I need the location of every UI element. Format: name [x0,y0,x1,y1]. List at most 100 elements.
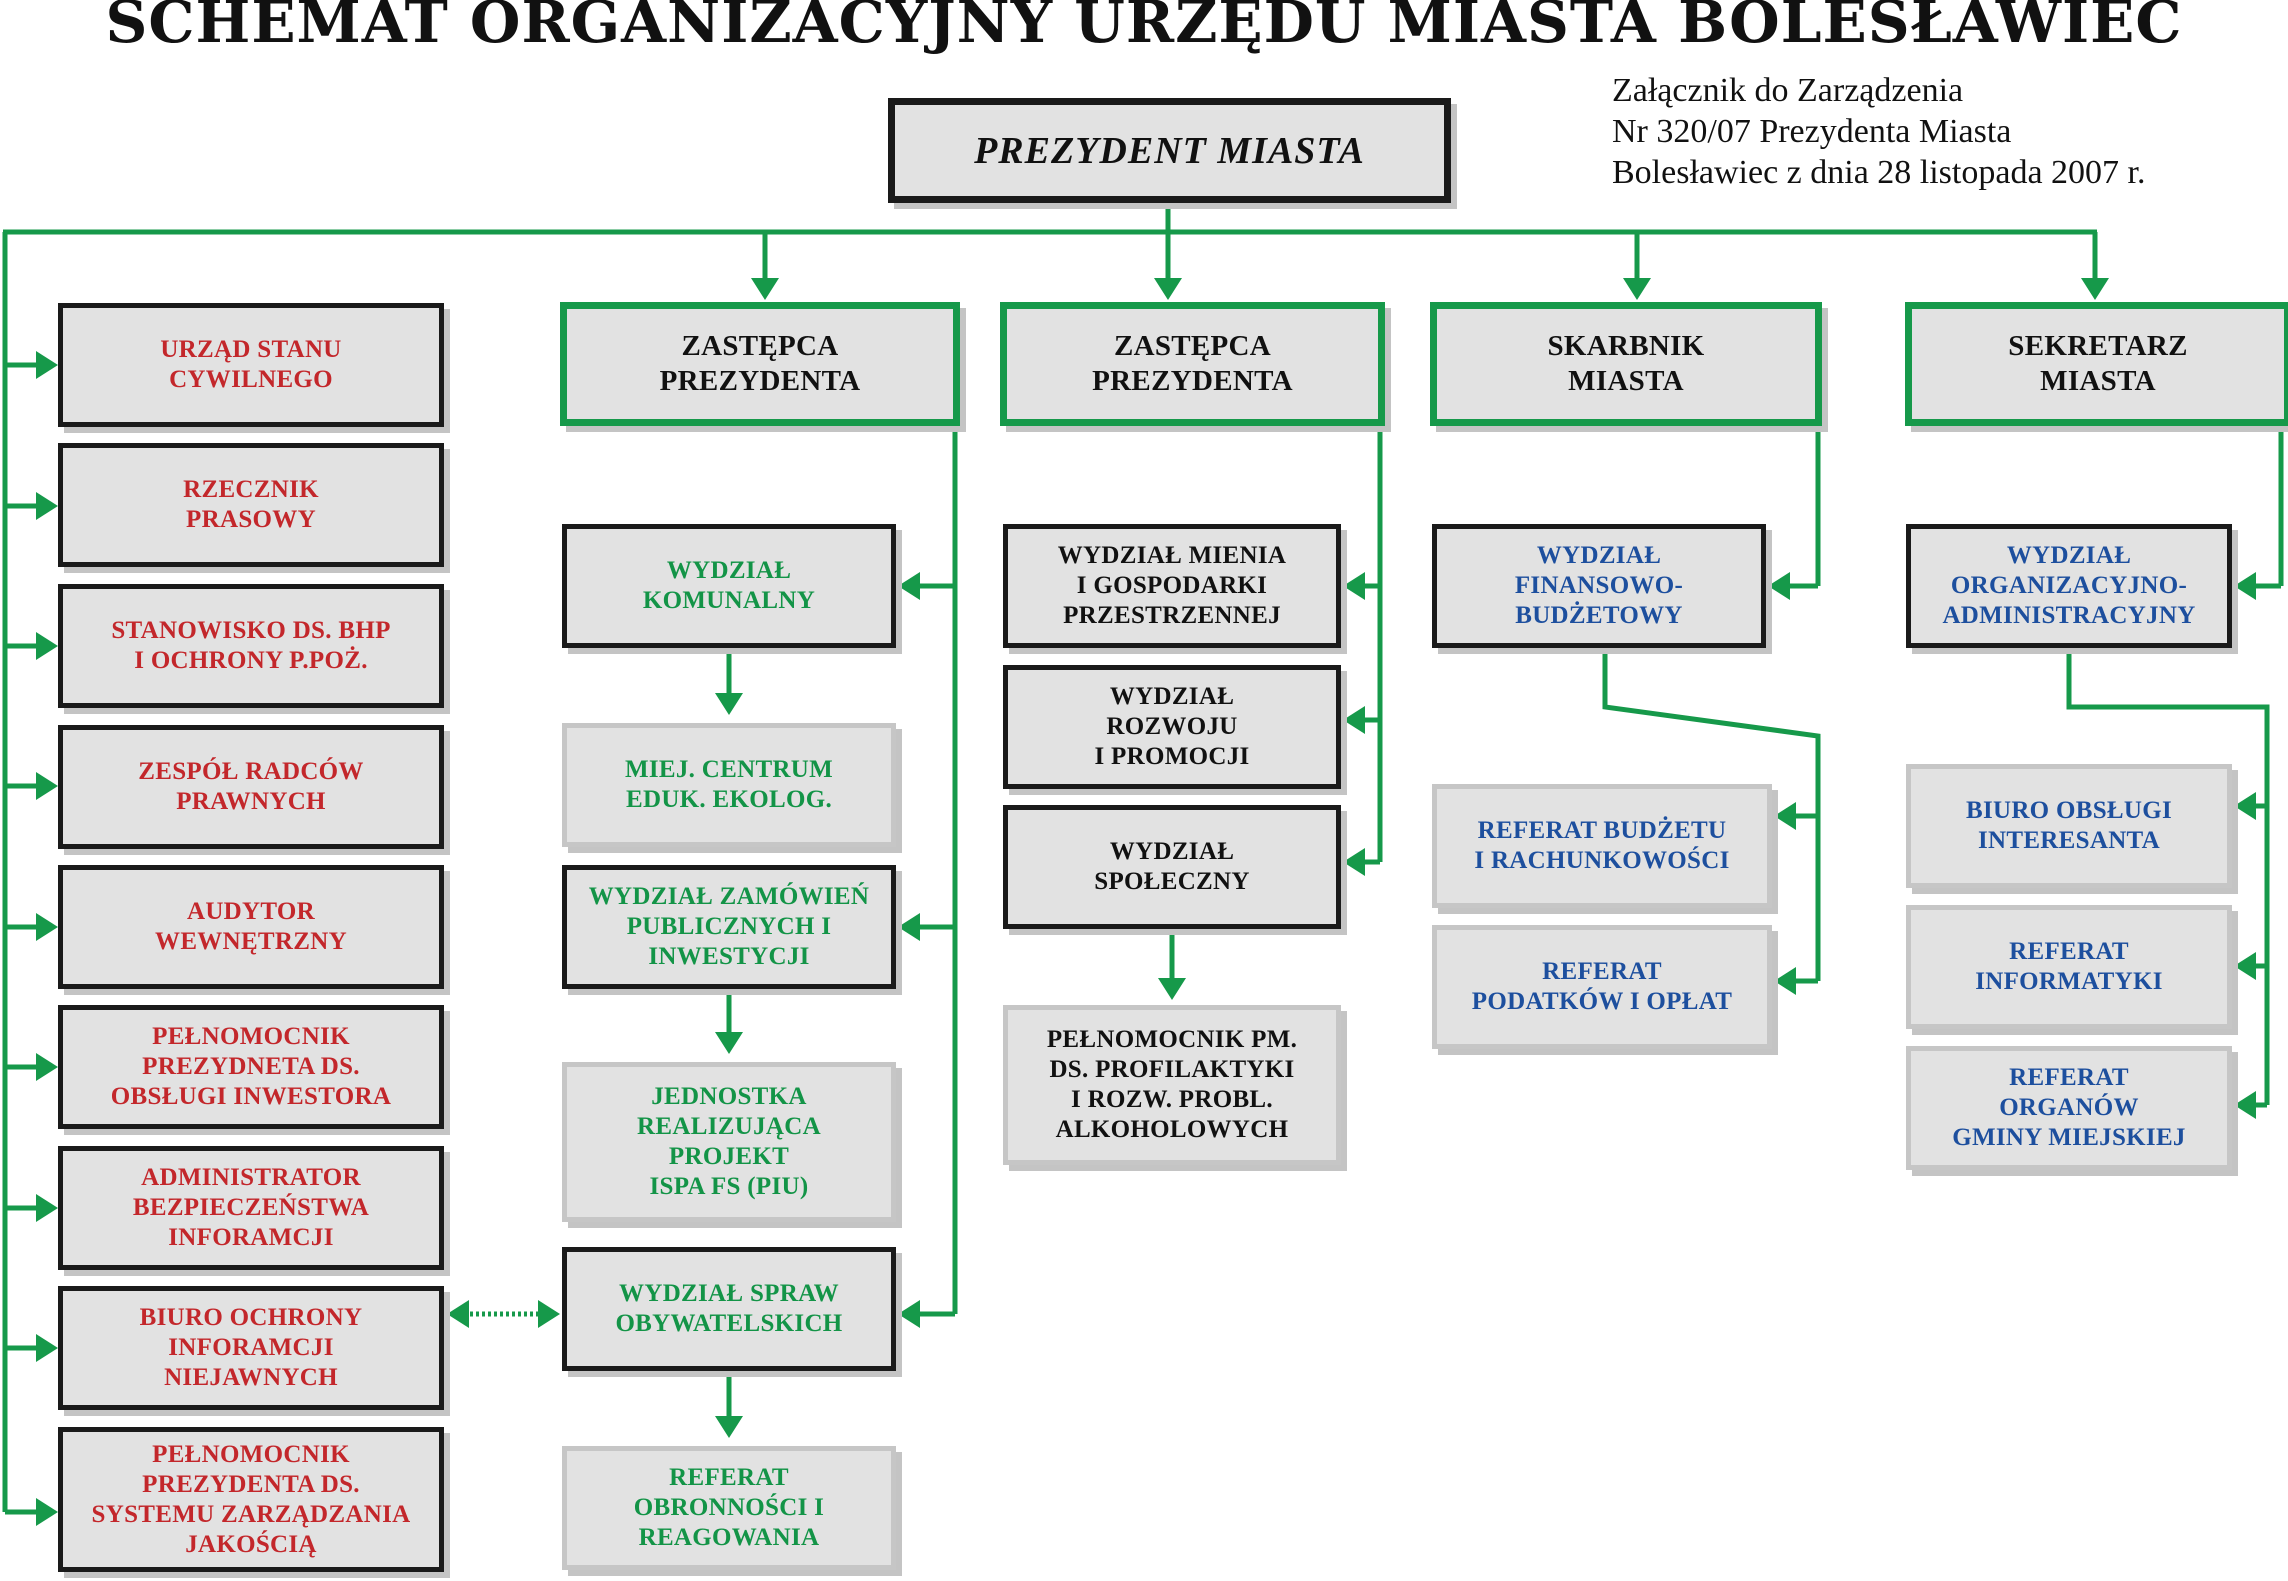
left-arrow-icon [36,632,58,660]
unit-label: PODATKÓW I OPŁAT [1471,988,1733,1015]
unit-label: ADMINISTRACYJNY [1942,602,2196,629]
left-arrow-icon [36,1194,58,1222]
left-arrow-icon [36,492,58,520]
unit-label: WYDZIAŁ [1109,683,1235,710]
unit-label: I RACHUNKOWOŚCI [1474,847,1730,874]
unit-label: PRZESTRZENNEJ [1063,602,1281,629]
col1-arrow-icon [898,572,920,600]
col1-arrow-icon [898,913,920,941]
head-label: PREZYDENTA [659,365,861,397]
unit-box-social-dept: WYDZIAŁ SPOŁECZNY [1003,805,1341,929]
unit-label: URZĄD STANU [160,336,342,363]
unit-box-bhp: STANOWISKO DS. BHP I OCHRONY P.POŻ. [58,584,444,708]
unit-label: WEWNĘTRZNY [155,928,347,955]
unit-label: FINANSOWO- [1514,572,1684,599]
col4-sub-arrow-icon [2234,1091,2256,1119]
unit-box-property-dept: WYDZIAŁ MIENIA I GOSPODARKI PRZESTRZENNE… [1003,524,1341,648]
unit-box-public-procurement-dept: WYDZIAŁ ZAMÓWIEŃ PUBLICZNYCH I INWESTYCJ… [562,865,896,989]
unit-label: REFERAT [2009,938,2129,965]
unit-label: I ROZW. PROBL. [1071,1086,1273,1113]
unit-label: INFORAMCJI [168,1224,334,1251]
col2-down-arrow-icon [1158,978,1186,1000]
treasurer-box: SKARBNIK MIASTA [1430,302,1822,426]
unit-label: INWESTYCJI [648,943,810,970]
col4-arrow-icon [2234,572,2256,600]
unit-label: ORGANIZACYJNO- [1950,572,2188,599]
unit-box-press-spokesman: RZECZNIK PRASOWY [58,443,444,567]
unit-label: WYDZIAŁ [666,557,792,584]
col1-down-arrow-icon [715,693,743,715]
chart-title: SCHEMAT ORGANIZACYJNY URZĘDU MIASTA BOLE… [105,0,2183,56]
left-arrow-icon [36,1334,58,1362]
unit-label: REFERAT [669,1464,789,1491]
col3-sub-arrow-icon [1774,967,1796,995]
left-arrow-icon [36,1053,58,1081]
unit-label: I OCHRONY P.POŻ. [134,647,368,674]
unit-box-legal-advisers: ZESPÓŁ RADCÓW PRAWNYCH [58,725,444,849]
unit-label: ALKOHOLOWYCH [1055,1116,1289,1143]
unit-label: GMINY MIEJSKIEJ [1952,1124,2186,1151]
col1-arrow-icon [898,1300,920,1328]
secretary-box: SEKRETARZ MIASTA [1905,302,2288,426]
unit-label: JEDNOSTKA [651,1083,807,1110]
dotted-link-arrow-icon [538,1300,560,1328]
head-label: SEKRETARZ [2008,330,2188,362]
left-arrow-icon [36,1498,58,1526]
president-box: PREZYDENT MIASTA [888,98,1451,203]
col3-arrow-icon [1768,572,1790,600]
unit-label: SPOŁECZNY [1094,868,1250,895]
unit-label: PEŁNOMOCNIK [152,1440,350,1468]
head-arrow-icon [1154,278,1182,300]
unit-box-civil-registry: URZĄD STANU CYWILNEGO [58,303,444,427]
unit-box-quality-plenipotentiary: PEŁNOMOCNIK PREZYDENTA DS. SYSTEMU ZARZĄ… [58,1427,444,1572]
unit-label: REFERAT BUDŻETU [1477,817,1727,844]
unit-label: PREZYDNETA DS. [142,1053,360,1080]
unit-label: BEZPIECZEŃSTWA [132,1194,370,1221]
unit-label: ADMINISTRATOR [141,1164,361,1191]
unit-box-investor-plenipotentiary: PEŁNOMOCNIK PREZYDNETA DS. OBSŁUGI INWES… [58,1005,444,1129]
unit-label: I GOSPODARKI [1076,572,1268,599]
unit-box-defence-office: REFERAT OBRONNOŚCI I REAGOWANIA [562,1446,896,1570]
unit-label: EDUK. EKOLOG. [625,786,832,813]
head-label: ZASTĘPCA [681,330,839,362]
unit-box-budget-office: REFERAT BUDŻETU I RACHUNKOWOŚCI [1432,784,1772,908]
col4-sub-arrow-icon [2234,952,2256,980]
annex-line-2: Nr 320/07 Prezydenta Miasta [1612,113,2012,150]
unit-label: ZESPÓŁ RADCÓW [138,758,364,785]
unit-box-security-administrator: ADMINISTRATOR BEZPIECZEŃSTWA INFORAMCJI [58,1146,444,1270]
unit-label: PRASOWY [186,506,316,533]
unit-label: ROZWOJU [1106,713,1238,740]
unit-label: DS. PROFILAKTYKI [1049,1056,1295,1083]
unit-box-council-office: REFERAT ORGANÓW GMINY MIEJSKIEJ [1906,1046,2232,1170]
head-arrow-icon [1623,278,1651,300]
left-arrow-icon [36,351,58,379]
unit-label: PEŁNOMOCNIK PM. [1046,1026,1298,1053]
col1-down-arrow-icon [715,1416,743,1438]
unit-box-civic-affairs-dept: WYDZIAŁ SPRAW OBYWATELSKICH [562,1247,896,1371]
unit-label: BUDŻETOWY [1515,602,1683,629]
col2-arrow-icon [1343,706,1365,734]
unit-box-admin-dept: WYDZIAŁ ORGANIZACYJNO- ADMINISTRACYJNY [1906,524,2232,648]
president-label: PREZYDENT MIASTA [974,129,1365,172]
col2-spine-line [1377,361,1385,862]
unit-label: REFERAT [2009,1064,2129,1091]
unit-box-communal-dept: WYDZIAŁ KOMUNALNY [562,524,896,648]
unit-label: MIEJ. CENTRUM [624,756,834,783]
unit-label: REAGOWANIA [638,1524,820,1551]
unit-box-internal-auditor: AUDYTOR WEWNĘTRZNY [58,865,444,989]
col1-spine-line [952,361,960,1314]
unit-box-it-office: REFERAT INFORMATYKI [1906,905,2232,1029]
unit-label: JAKOŚCIĄ [185,1530,317,1558]
deputy-president-2-box: ZASTĘPCA PREZYDENTA [1000,302,1385,426]
unit-label: OBRONNOŚCI I [633,1494,825,1521]
head-label: ZASTĘPCA [1113,330,1272,362]
unit-label: INFORAMCJI [168,1334,334,1361]
col3-sub-arrow-icon [1774,802,1796,830]
unit-label: I PROMOCJI [1094,743,1250,770]
unit-box-alcohol-plenipotentiary: PEŁNOMOCNIK PM. DS. PROFILAKTYKI I ROZW.… [1003,1005,1341,1165]
unit-label: INTERESANTA [1977,827,2161,854]
unit-label: NIEJAWNYCH [164,1364,338,1391]
unit-label: REFERAT [1542,958,1662,985]
unit-label: OBSŁUGI INWESTORA [110,1083,392,1110]
